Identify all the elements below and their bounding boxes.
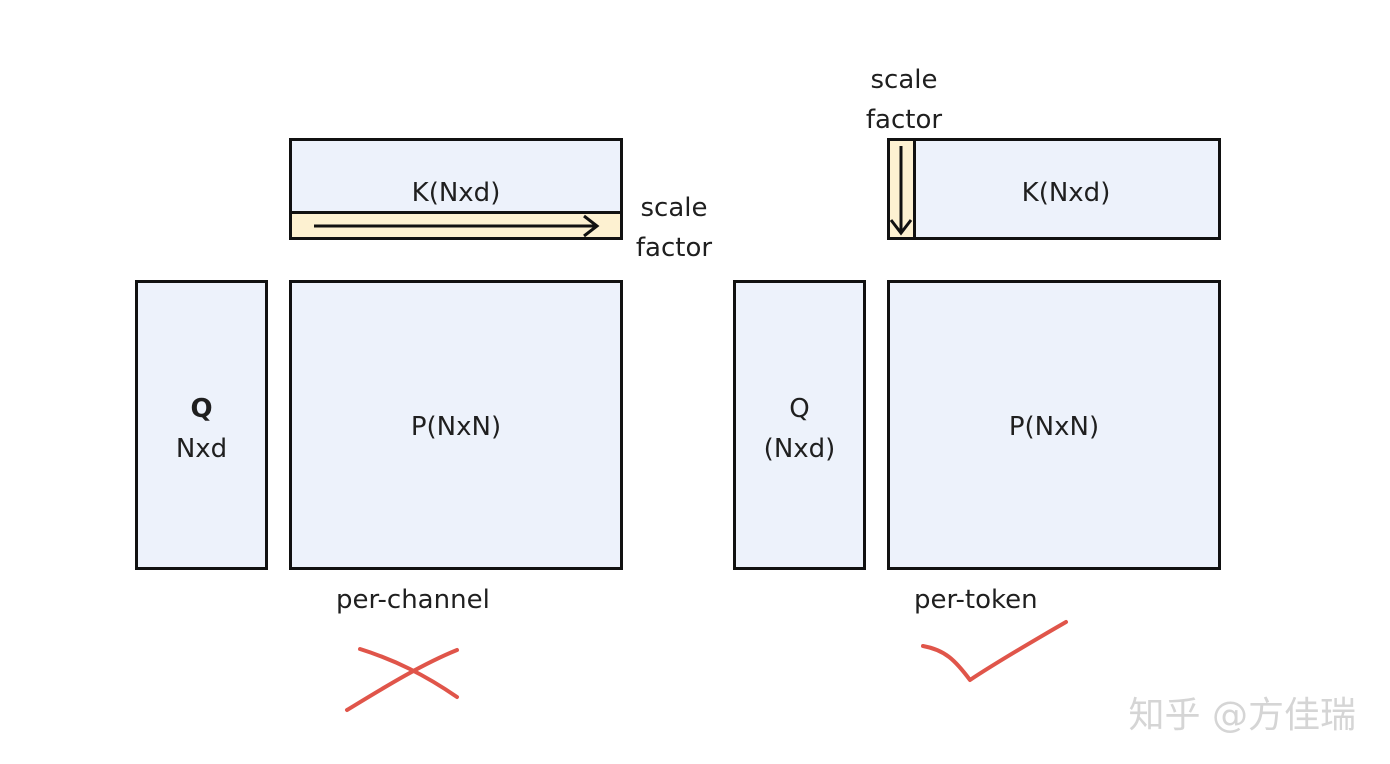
left-q-matrix: Q Nxd [135, 280, 268, 570]
left-p-label: P(NxN) [410, 412, 502, 442]
check-mark-icon [921, 620, 1068, 682]
cross-mark-icon [345, 647, 459, 712]
right-scale-arrow-icon [889, 146, 913, 236]
watermark: 知乎 @方佳瑞 [1128, 695, 1356, 736]
left-q-label-line1: Q [190, 394, 213, 424]
left-q-label-line2: Nxd [175, 434, 228, 464]
right-q-label-line1: Q [789, 394, 810, 424]
right-k-label: K(Nxd) [1021, 178, 1111, 208]
right-q-label-line2: (Nxd) [763, 434, 836, 464]
right-scale-label-line2: factor [865, 105, 943, 135]
right-method-label: per-token [914, 585, 1038, 615]
left-p-matrix: P(NxN) [289, 280, 623, 570]
left-method-label: per-channel [336, 585, 490, 615]
left-scale-label-line1: scale [640, 193, 708, 223]
right-scale-factor-label: scale factor [862, 60, 946, 140]
left-scale-factor-label: scale factor [632, 188, 716, 268]
right-k-matrix: K(Nxd) [887, 138, 1221, 240]
left-k-label: K(Nxd) [411, 178, 501, 208]
right-q-matrix: Q (Nxd) [733, 280, 866, 570]
left-scale-label-line2: factor [635, 233, 713, 263]
right-scale-label-line1: scale [870, 65, 938, 95]
right-p-matrix: P(NxN) [887, 280, 1221, 570]
right-p-label: P(NxN) [1008, 412, 1100, 442]
left-scale-arrow-icon [314, 214, 600, 238]
